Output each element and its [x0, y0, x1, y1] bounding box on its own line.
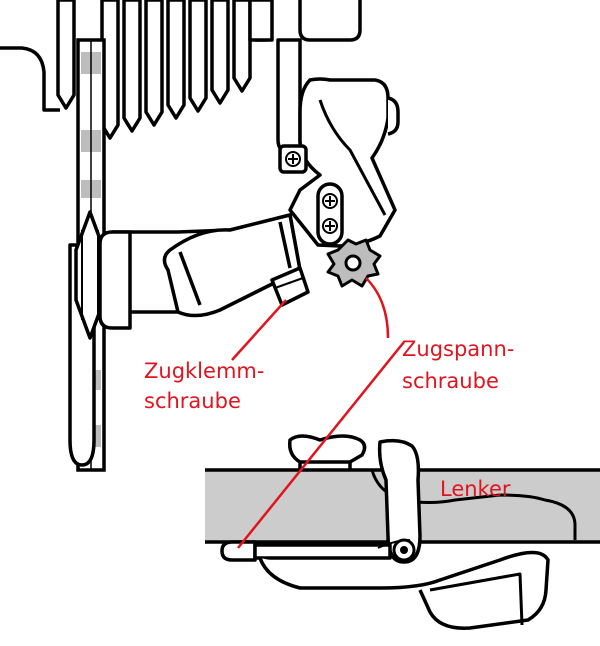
label-handlebar: Lenker — [440, 477, 511, 501]
leader-line-cable-clamp — [231, 299, 287, 361]
derailleur — [98, 38, 400, 330]
leader-lines — [231, 277, 405, 549]
leader-line-tension-screw — [365, 277, 390, 339]
leader-line-tension-cable — [237, 341, 405, 549]
label-cable-clamp-line1: Zugklemm- — [144, 359, 264, 383]
shifter — [220, 434, 577, 630]
barrel-adjuster-icon — [326, 238, 382, 288]
label-tension-line1: Zugspann- — [402, 337, 514, 361]
label-tension-line2: schraube — [402, 369, 499, 393]
label-cable-clamp-line2: schraube — [144, 389, 241, 413]
